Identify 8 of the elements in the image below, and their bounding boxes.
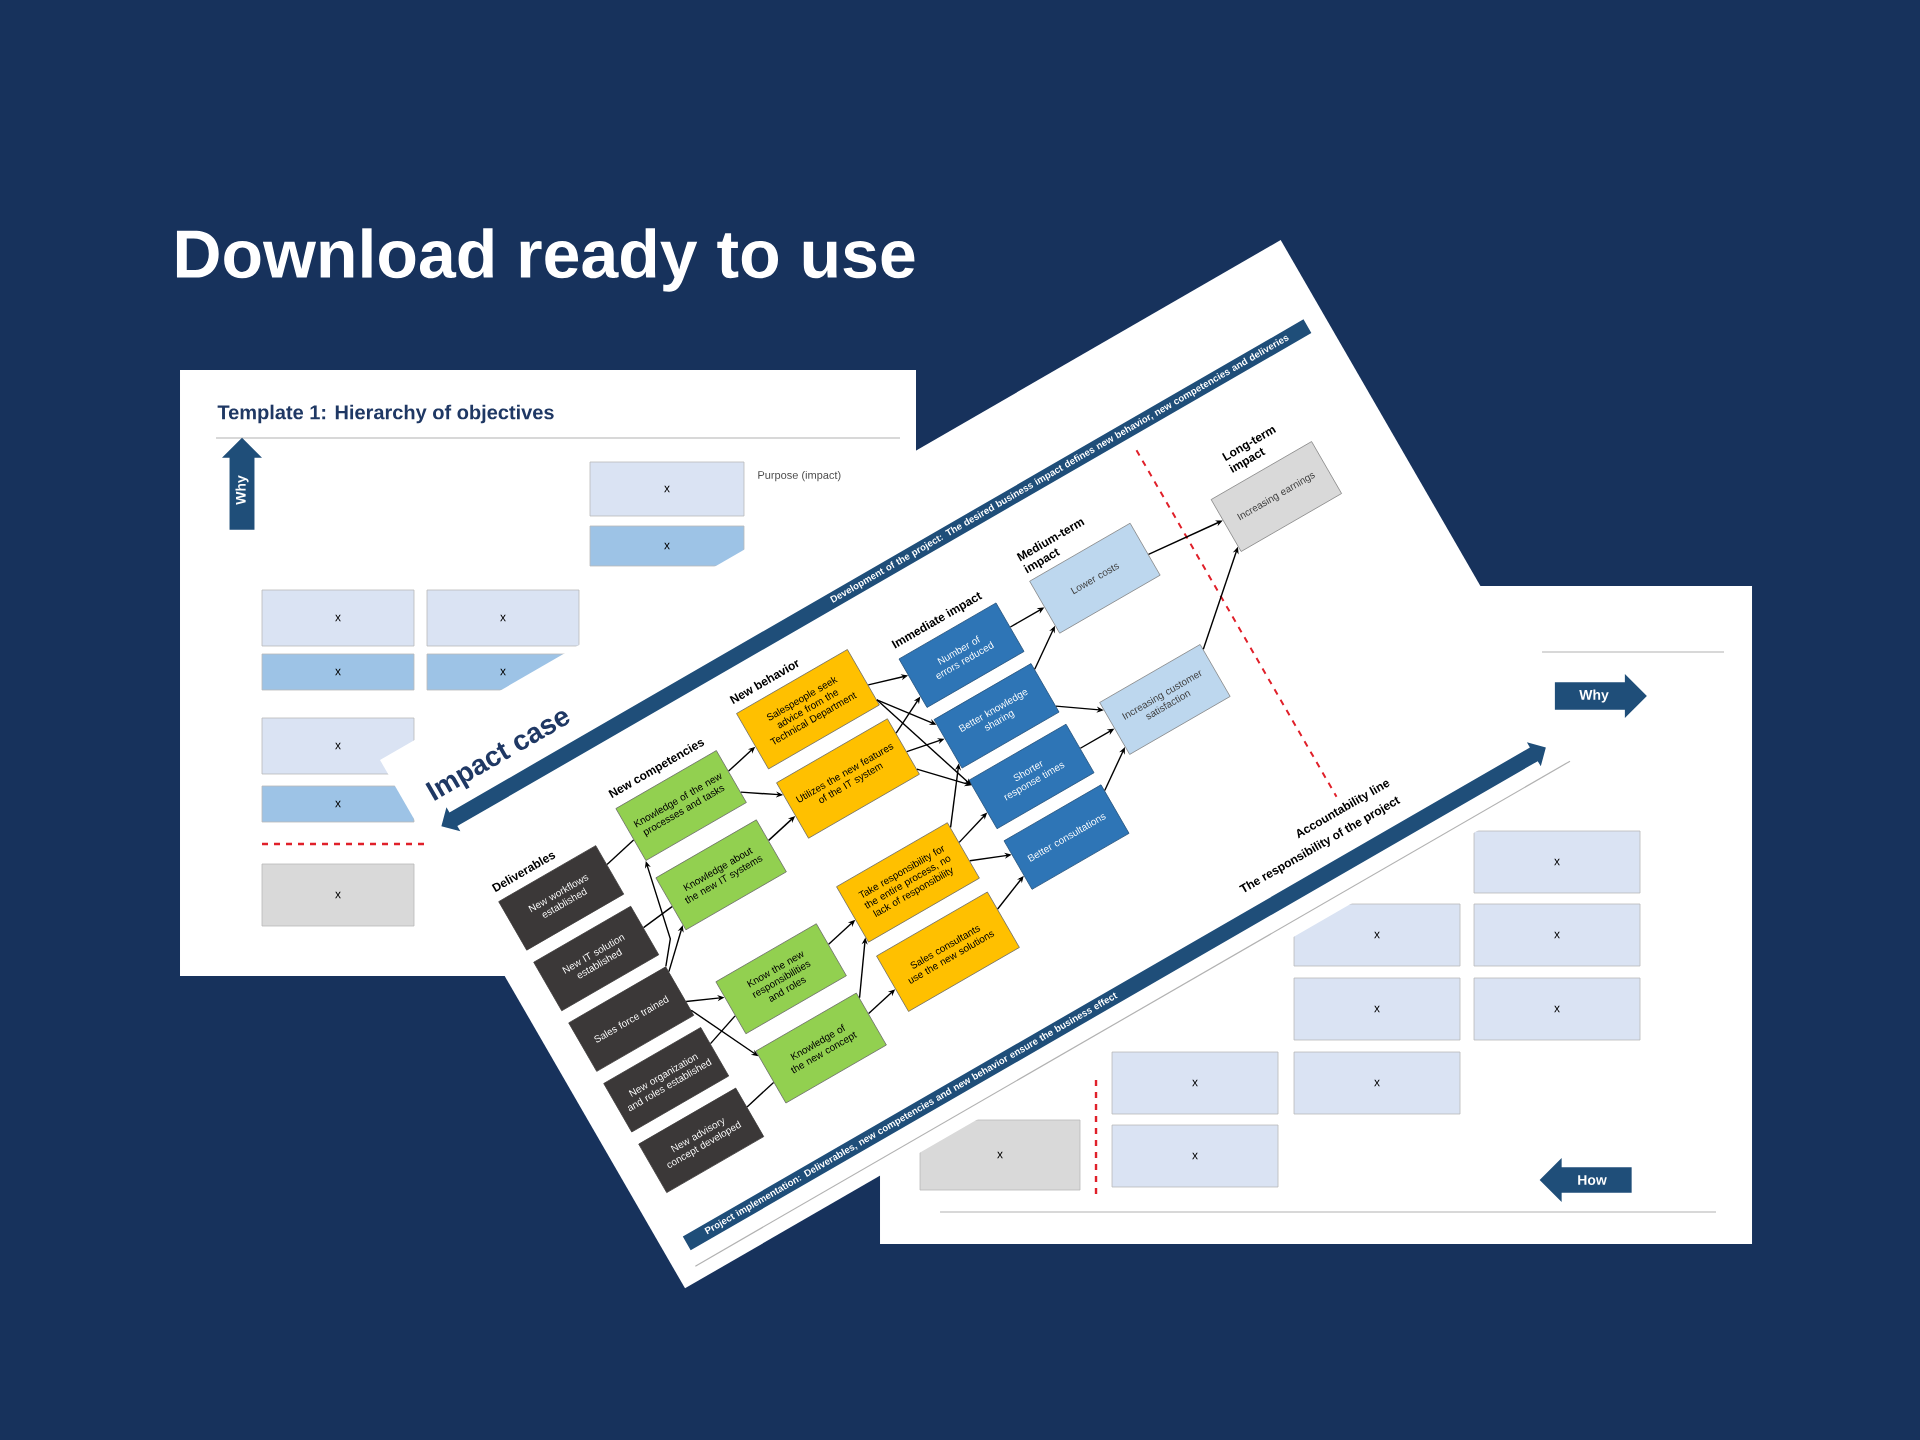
- connector-line: [709, 1015, 736, 1045]
- arrow: [644, 861, 672, 968]
- connector-line: [642, 905, 673, 929]
- arrow: [668, 925, 684, 973]
- arrow: [1104, 747, 1125, 792]
- connector-line: [606, 839, 635, 866]
- connector-line: [746, 1081, 775, 1108]
- page-title: Download ready to use: [176, 228, 915, 292]
